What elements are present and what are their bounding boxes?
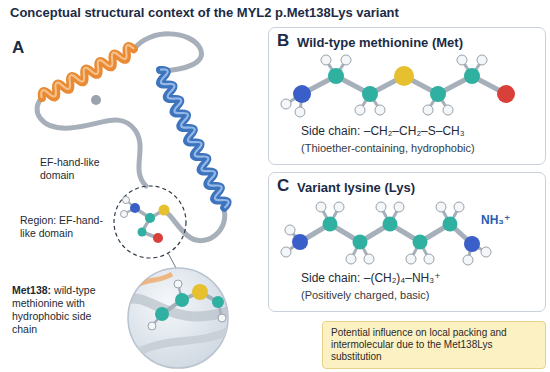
- panel-box: B Wild-type methionine (Met) Side chain: –…: [268, 27, 546, 165]
- protein-loop: [37, 34, 225, 241]
- domain-label: EF-hand-like domain: [40, 156, 110, 182]
- note-box: Potential influence on local packing and…: [322, 321, 546, 369]
- charge-label: NH₃⁺: [481, 213, 510, 227]
- panel-heading: Variant lysine (Lys): [297, 180, 537, 195]
- alpha-helix: [39, 43, 136, 102]
- panel-letter: B: [277, 31, 289, 51]
- alpha-helix: [155, 67, 230, 210]
- panel-heading: Wild-type methionine (Met): [297, 35, 537, 50]
- residue-model: [121, 197, 170, 244]
- zoom-detail: [126, 274, 232, 352]
- lysine-model: [281, 202, 491, 265]
- region-circle: [114, 186, 186, 258]
- atom-sphere: [91, 95, 101, 105]
- side-chain-note: (Thioether-containing, hydrophobic): [301, 142, 541, 154]
- figure-title: Conceptual structural context of the MYL…: [10, 5, 399, 20]
- panel-box: C Variant lysine (Lys) NH₃⁺ Side chain: –(C…: [268, 172, 546, 312]
- region-label: Region: EF-hand-like domain: [20, 214, 110, 240]
- side-chain-note: (Positively charged, basic): [301, 289, 541, 301]
- residue-callout: Met138:wild-type methionine with hydroph…: [12, 284, 122, 336]
- residue-label: Met138:: [12, 284, 51, 296]
- panel-letter: C: [277, 176, 289, 196]
- note-text: Potential influence on local packing and…: [331, 327, 537, 363]
- side-chain-formula: Side chain: –(CH₂)₄–NH₃⁺: [301, 271, 541, 285]
- methionine-model: [281, 55, 515, 117]
- panel-letter: A: [12, 38, 24, 58]
- zoom-line: [168, 253, 176, 268]
- side-chain-formula: Side chain: –CH₂–CH₂–S–CH₃: [301, 124, 541, 138]
